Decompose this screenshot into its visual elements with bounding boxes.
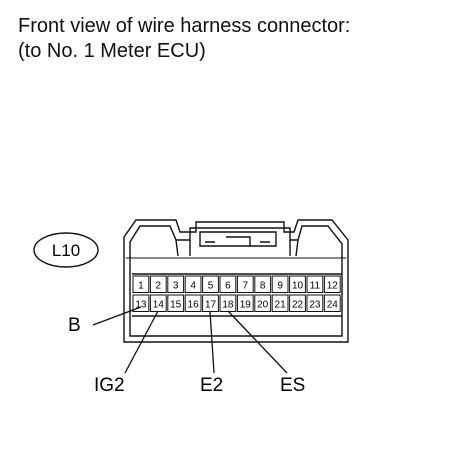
- pin-cell: [323, 275, 341, 293]
- pin-cell: [236, 275, 254, 293]
- pin-number: 3: [173, 281, 179, 292]
- pin-number: 14: [153, 300, 165, 311]
- pin-number: 2: [156, 281, 162, 292]
- pin-cell: [271, 275, 289, 293]
- pin-number: 16: [188, 300, 200, 311]
- pin-number: 22: [292, 300, 304, 311]
- pin-number: 7: [243, 281, 249, 292]
- pin-number: 15: [170, 300, 182, 311]
- pin-cell: [202, 275, 219, 293]
- pin-number: 1: [138, 281, 144, 292]
- pin-number: 18: [222, 300, 234, 311]
- pin-number: 6: [225, 281, 231, 292]
- pin-cell: [254, 275, 272, 293]
- pin-number: 24: [327, 300, 339, 311]
- pin-cell: [219, 275, 237, 293]
- connector-id: L10: [52, 241, 80, 260]
- pin-cell: [132, 275, 150, 293]
- pin-cell: [289, 294, 306, 312]
- pin-cell: [184, 275, 202, 293]
- pin-number: 21: [275, 300, 287, 311]
- pin-number: 19: [240, 300, 252, 311]
- pin-cell: [184, 294, 202, 312]
- pin-label-es: ES: [280, 375, 305, 396]
- pin-number: 5: [208, 281, 214, 292]
- title-line-2: (to No. 1 Meter ECU): [18, 40, 206, 62]
- pin-cell: [132, 294, 150, 312]
- leader-es: [227, 310, 288, 374]
- pin-number: 13: [135, 300, 147, 311]
- pin-cell: [149, 275, 167, 293]
- pin-number: 4: [190, 281, 196, 292]
- pin-label-b: B: [68, 315, 81, 336]
- leader-ig2: [124, 310, 159, 374]
- pin-number: 10: [292, 281, 304, 292]
- pin-cell: [167, 294, 185, 312]
- pin-cell: [254, 294, 272, 312]
- pin-cell: [289, 275, 306, 293]
- pin-number: 8: [260, 281, 266, 292]
- pin-number: 9: [277, 281, 283, 292]
- pin-number: 11: [310, 281, 321, 292]
- pin-number: 17: [205, 300, 217, 311]
- pin-cell: [306, 275, 324, 293]
- connector-id-badge: L10: [33, 232, 99, 268]
- pin-number: 20: [257, 300, 269, 311]
- pin-cell: [323, 294, 341, 312]
- pin-label-e2: E2: [200, 375, 223, 396]
- pin-label-ig2: IG2: [94, 375, 125, 396]
- leader-e2: [209, 310, 215, 374]
- leader-b: [92, 306, 142, 326]
- pin-cell: [306, 294, 324, 312]
- pin-number: 23: [309, 300, 321, 311]
- leader-lines: [92, 306, 288, 374]
- pin-number: 12: [327, 281, 339, 292]
- title-line-1: Front view of wire harness connector:: [18, 15, 351, 37]
- connector-housing: [123, 219, 349, 343]
- diagram-title: Front view of wire harness connector: (t…: [18, 14, 350, 64]
- pin-cell: [236, 294, 254, 312]
- pin-cell: [271, 294, 289, 312]
- pin-cell: [167, 275, 185, 293]
